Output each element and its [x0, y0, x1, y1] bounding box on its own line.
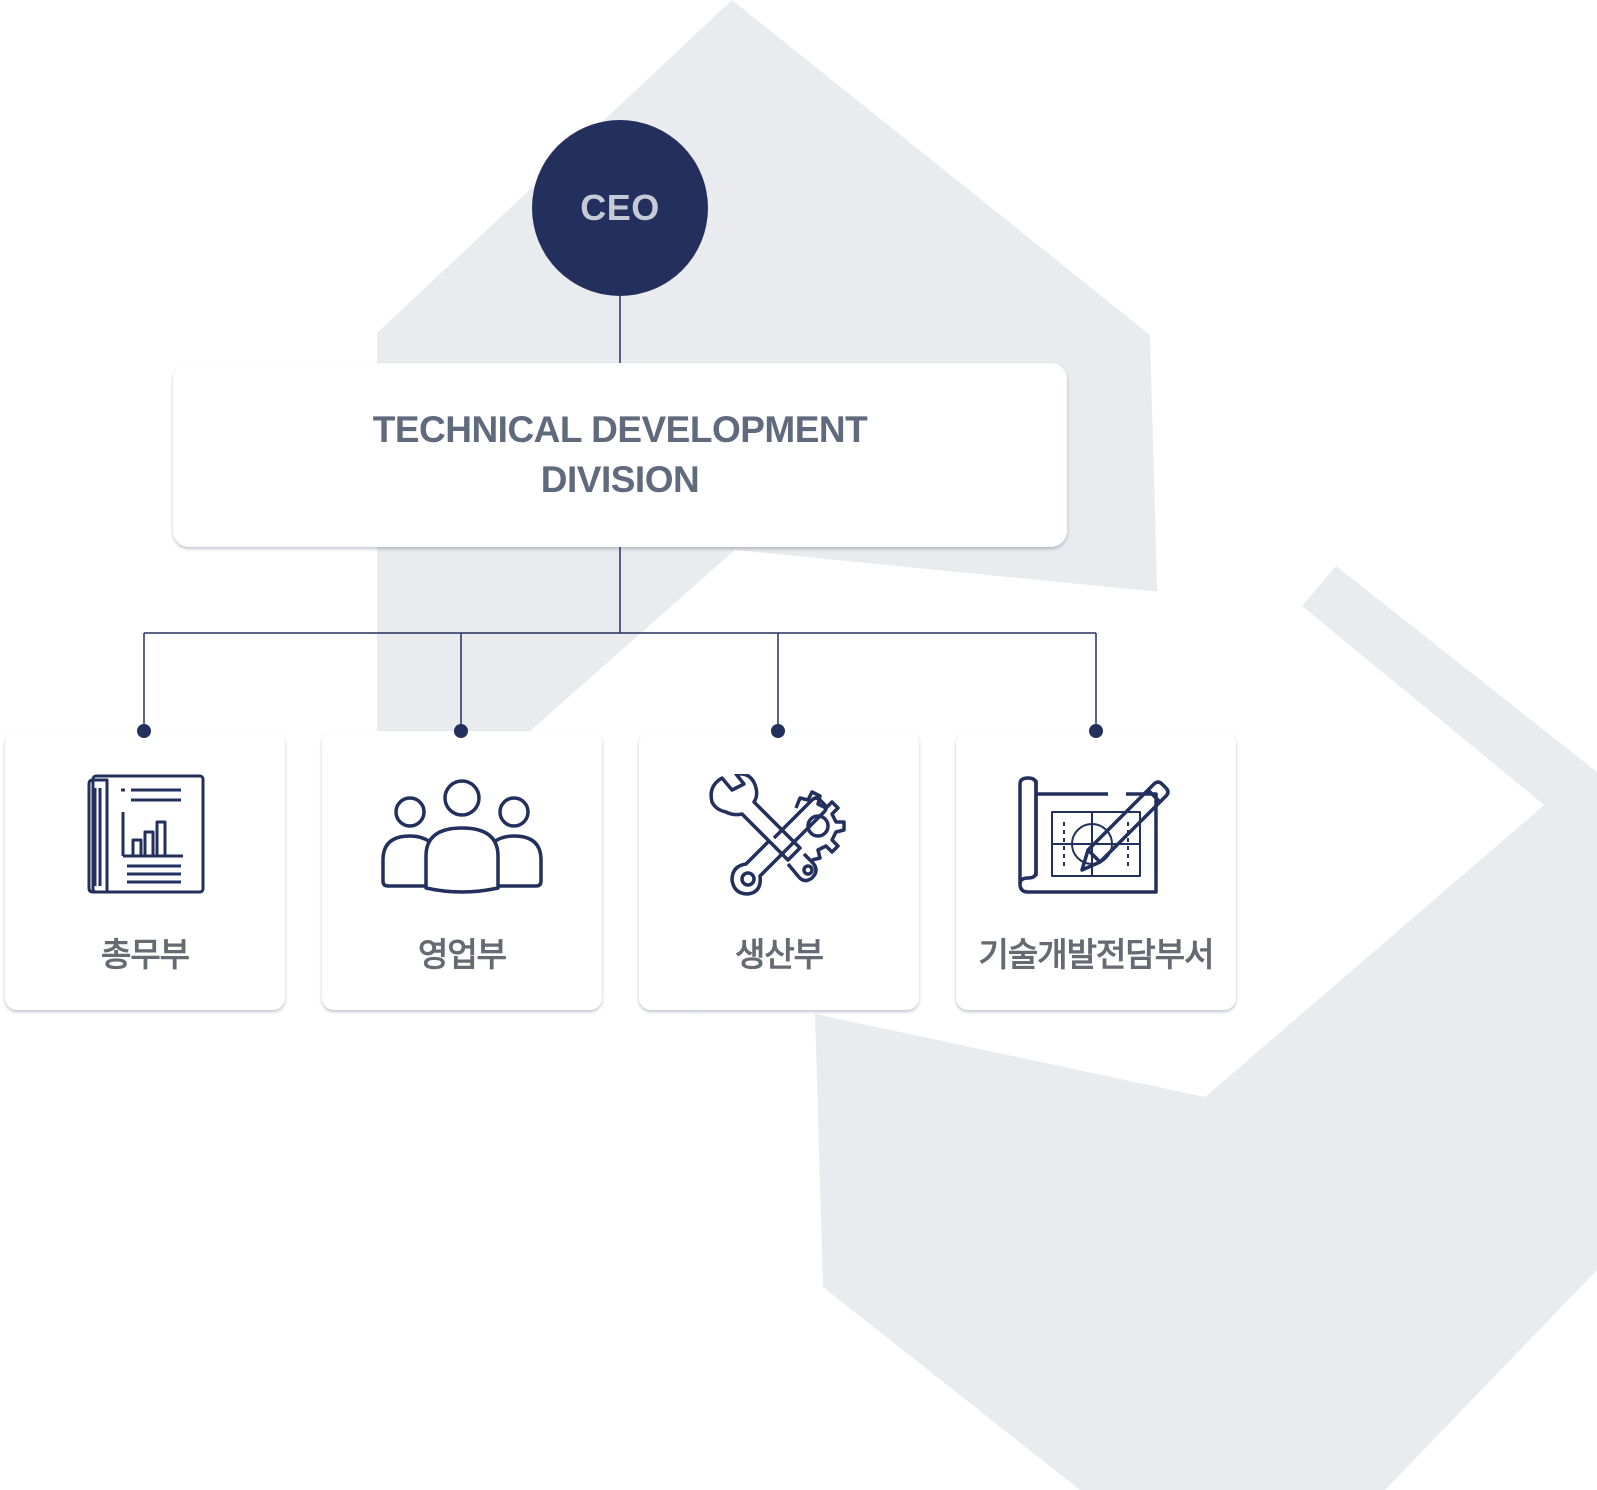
dept-card-production: 생산부: [639, 731, 919, 1010]
report-icon: [5, 771, 285, 901]
division-title-line1: TECHNICAL DEVELOPMENT: [372, 409, 868, 450]
dept-card-general-affairs: 총무부: [5, 731, 285, 1010]
tools-icon: [639, 771, 919, 901]
dept-label: 총무부: [100, 935, 190, 974]
dept-card-sales: 영업부: [322, 731, 602, 1010]
dept-label: 생산부: [734, 935, 824, 974]
blueprint-icon: [956, 771, 1236, 901]
dept-label: 영업부: [417, 935, 507, 974]
division-title-line2: DIVISION: [540, 459, 700, 500]
ceo-label: CEO: [580, 187, 660, 228]
people-icon: [322, 771, 602, 901]
ceo-node: CEO: [532, 120, 708, 296]
dept-label: 기술개발전담부서: [978, 935, 1215, 974]
dept-card-rnd: 기술개발전담부서: [956, 731, 1236, 1010]
division-box: TECHNICAL DEVELOPMENT DIVISION: [173, 363, 1067, 547]
